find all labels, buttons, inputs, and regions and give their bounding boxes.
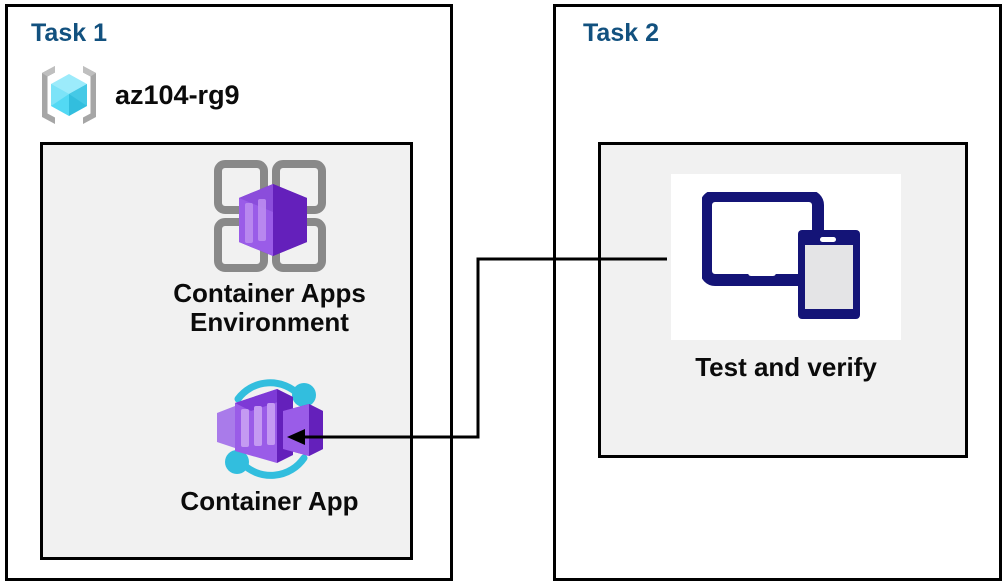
task-2-title: Task 2	[583, 19, 659, 47]
resource-group-row: az104-rg9	[35, 61, 240, 129]
container-apps-environment-label: Container Apps Environment	[173, 278, 366, 338]
test-devices-icon	[702, 191, 870, 323]
test-and-verify-block: Test and verify	[670, 174, 902, 383]
task-1-panel: Container Apps Environment	[40, 142, 413, 560]
container-app-label: Container App	[180, 486, 359, 516]
container-app-block: Container App	[113, 373, 426, 516]
container-app-icon	[209, 373, 331, 483]
test-and-verify-label: Test and verify	[695, 352, 877, 382]
container-apps-environment-block: Container Apps Environment	[113, 157, 426, 337]
task-1-title: Task 1	[31, 19, 107, 47]
resource-group-label: az104-rg9	[115, 79, 240, 110]
container-apps-environment-icon	[211, 157, 329, 275]
resource-group-icon	[35, 61, 103, 129]
task-2-panel: Test and verify	[598, 142, 968, 458]
test-icon-background	[671, 174, 901, 340]
